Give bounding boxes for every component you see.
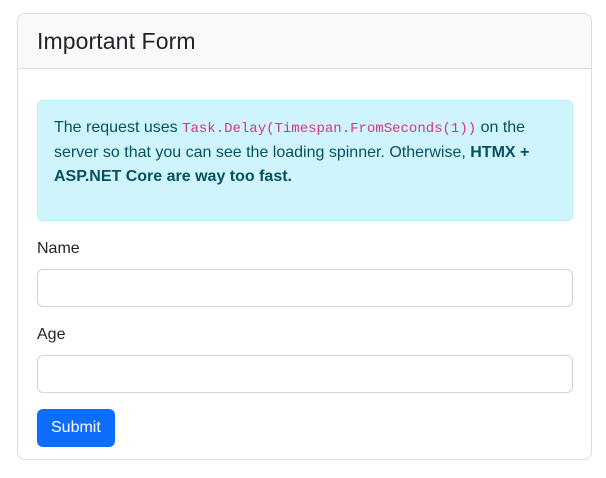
submit-button[interactable]: Submit — [37, 409, 115, 447]
name-input[interactable] — [37, 269, 573, 307]
alert-segment-code: Task.Delay(Timespan.FromSeconds(1)) — [182, 121, 477, 137]
card-header: Important Form — [18, 14, 591, 69]
alert-message: The request uses Task.Delay(Timespan.Fro… — [54, 116, 556, 189]
age-input[interactable] — [37, 355, 573, 393]
info-alert: The request uses Task.Delay(Timespan.Fro… — [37, 100, 573, 221]
name-label: Name — [37, 240, 80, 257]
name-field-group: Name — [37, 237, 573, 307]
age-label: Age — [37, 326, 66, 343]
alert-segment-normal: on the server so that you can see the lo… — [54, 119, 526, 161]
alert-segment-bold: HTMX + ASP.NET Core are way too fast. — [54, 144, 530, 185]
alert-segment-normal: The request uses — [54, 119, 183, 136]
age-field-group: Age — [37, 323, 573, 393]
page-title: Important Form — [37, 27, 196, 54]
card-body: The request uses Task.Delay(Timespan.Fro… — [18, 69, 591, 459]
important-form-card: Important Form The request uses Task.Del… — [17, 13, 592, 460]
